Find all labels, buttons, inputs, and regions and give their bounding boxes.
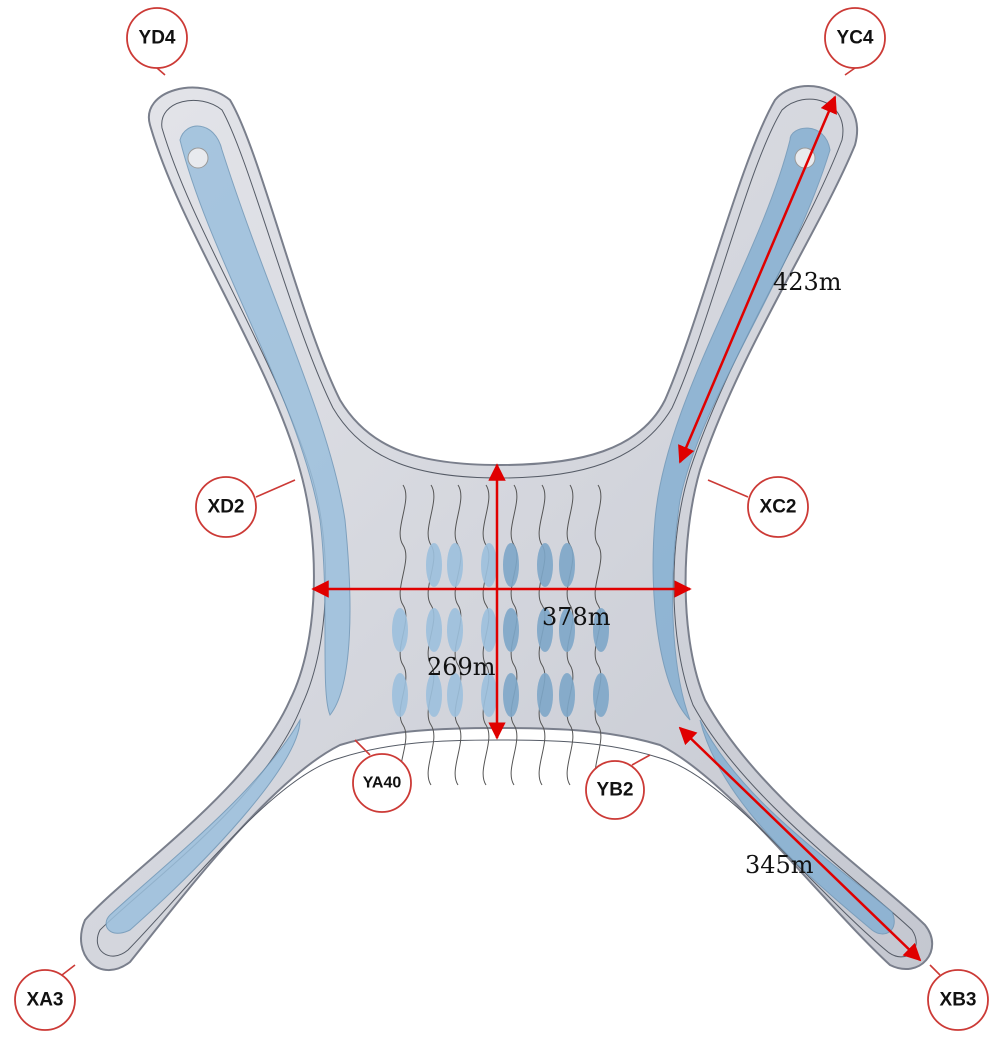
lens-skylight bbox=[447, 673, 463, 717]
lens-skylight bbox=[392, 608, 408, 652]
callout-ya40 bbox=[352, 753, 412, 813]
callout-xd2 bbox=[195, 476, 257, 538]
label-xa3: XA3 bbox=[27, 990, 64, 1011]
skylight-knob-nw bbox=[187, 147, 209, 169]
callout-xc2 bbox=[747, 476, 809, 538]
callout-yd4 bbox=[126, 7, 188, 69]
callout-xa3 bbox=[14, 969, 76, 1031]
dimension-arrow-arm-ne bbox=[678, 95, 837, 464]
dimension-label-width: 378m bbox=[542, 603, 611, 631]
lens-skylight bbox=[559, 673, 575, 717]
label-yb2: YB2 bbox=[597, 780, 634, 801]
lens-skylight bbox=[503, 673, 519, 717]
lens-skylight bbox=[503, 608, 519, 652]
lens-skylight bbox=[447, 543, 463, 587]
lens-skylight bbox=[481, 543, 497, 587]
callout-yc4 bbox=[824, 7, 886, 69]
lens-skylight bbox=[593, 673, 609, 717]
lens-skylight bbox=[426, 673, 442, 717]
lens-skylight bbox=[593, 608, 609, 652]
lens-skylight bbox=[537, 543, 553, 587]
lens-skylight bbox=[426, 608, 442, 652]
skylight-nw bbox=[179, 125, 351, 716]
dimension-lines bbox=[311, 95, 922, 962]
lens-skylight bbox=[537, 673, 553, 717]
lens-skylight bbox=[503, 543, 519, 587]
callout-yb2 bbox=[585, 760, 645, 820]
label-ya40: YA40 bbox=[363, 775, 402, 792]
label-xd2: XD2 bbox=[208, 497, 245, 518]
callout-leaders bbox=[61, 67, 941, 976]
dimension-label-arm-se: 345m bbox=[745, 851, 814, 879]
callout-xb3 bbox=[927, 969, 989, 1031]
label-yc4: YC4 bbox=[837, 28, 874, 49]
lens-skylight bbox=[392, 673, 408, 717]
lens-skylight bbox=[559, 543, 575, 587]
lens-skylight bbox=[559, 608, 575, 652]
dimension-arrow-arm-se bbox=[678, 726, 922, 962]
lens-skylight bbox=[447, 608, 463, 652]
lens-skylight bbox=[537, 608, 553, 652]
label-xc2: XC2 bbox=[760, 497, 797, 518]
label-xb3: XB3 bbox=[940, 990, 977, 1011]
central-skylight-ribs bbox=[392, 484, 609, 786]
skylight-sw bbox=[105, 718, 301, 934]
lens-skylight bbox=[481, 608, 497, 652]
lens-skylight bbox=[426, 543, 442, 587]
dimension-label-arm-ne: 423m bbox=[773, 268, 842, 296]
label-yd4: YD4 bbox=[139, 28, 176, 49]
dimension-label-height: 269m bbox=[427, 653, 496, 681]
